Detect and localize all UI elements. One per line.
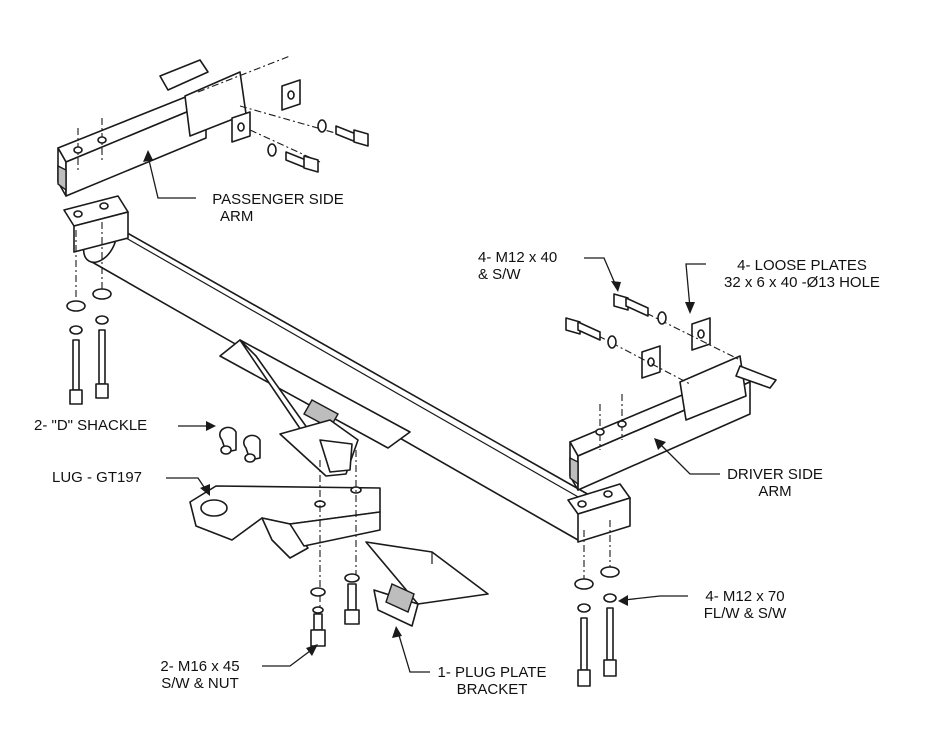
driver-under-bolts (574, 520, 620, 687)
driver-side-arm (567, 355, 777, 543)
passenger-side-arm (57, 55, 291, 253)
label-plug-line1: 1- PLUG PLATE (437, 664, 547, 681)
label-bolts-bl-line1: 2- M16 x 45 (160, 658, 240, 675)
label-lug: LUG - GT197 (52, 469, 142, 486)
driver-loose-plates (571, 299, 741, 385)
label-bolts-top-line1: 4- M12 x 40 (478, 249, 558, 266)
label-loose-plates: 4- LOOSE PLATES 32 x 6 x 40 -Ø13 HOLE (702, 257, 902, 291)
label-plug-line2: BRACKET (456, 681, 528, 698)
label-d-shackle-text: 2- "D" SHACKLE (34, 417, 148, 434)
passenger-bolts (267, 119, 369, 173)
label-driver-side-arm: DRIVER SIDE ARM (720, 466, 830, 500)
label-driver-line1: DRIVER SIDE (727, 466, 823, 483)
leader-lines (143, 150, 720, 673)
d-shackles (219, 426, 261, 463)
label-passenger-side-arm: PASSENGER SIDE ARM (198, 191, 358, 225)
label-bolts-top-line2: & S/W (478, 266, 521, 283)
passenger-under-bolts (66, 222, 112, 405)
driver-bolts (565, 293, 667, 349)
label-passenger-line1: PASSENGER SIDE (212, 191, 344, 208)
label-bolts-bl-line2: S/W & NUT (161, 675, 239, 692)
label-driver-line2: ARM (758, 483, 792, 500)
label-loose-plates-line1: 4- LOOSE PLATES (737, 257, 867, 274)
plug-plate-bracket (365, 541, 489, 627)
label-plug-plate: 1- PLUG PLATE BRACKET (432, 664, 552, 698)
label-bolts-bottom-right: 4- M12 x 70 FL/W & S/W (690, 588, 800, 622)
label-lug-text: LUG - GT197 (52, 469, 143, 486)
label-d-shackle: 2- "D" SHACKLE (34, 417, 147, 434)
passenger-loose-plates (231, 79, 361, 163)
label-bolts-br-line1: 4- M12 x 70 (705, 588, 785, 605)
label-bolts-bottom-left: 2- M16 x 45 S/W & NUT (140, 658, 260, 692)
hitch-mount-plate (219, 339, 411, 477)
lug-gt197 (189, 450, 381, 610)
label-bolts-top: 4- M12 x 40 & S/W (478, 249, 557, 283)
label-bolts-br-line2: FL/W & S/W (703, 605, 787, 622)
label-passenger-line2: ARM (220, 208, 254, 225)
label-loose-plates-line2: 32 x 6 x 40 -Ø13 HOLE (724, 274, 880, 291)
m16-bolts (310, 573, 360, 647)
